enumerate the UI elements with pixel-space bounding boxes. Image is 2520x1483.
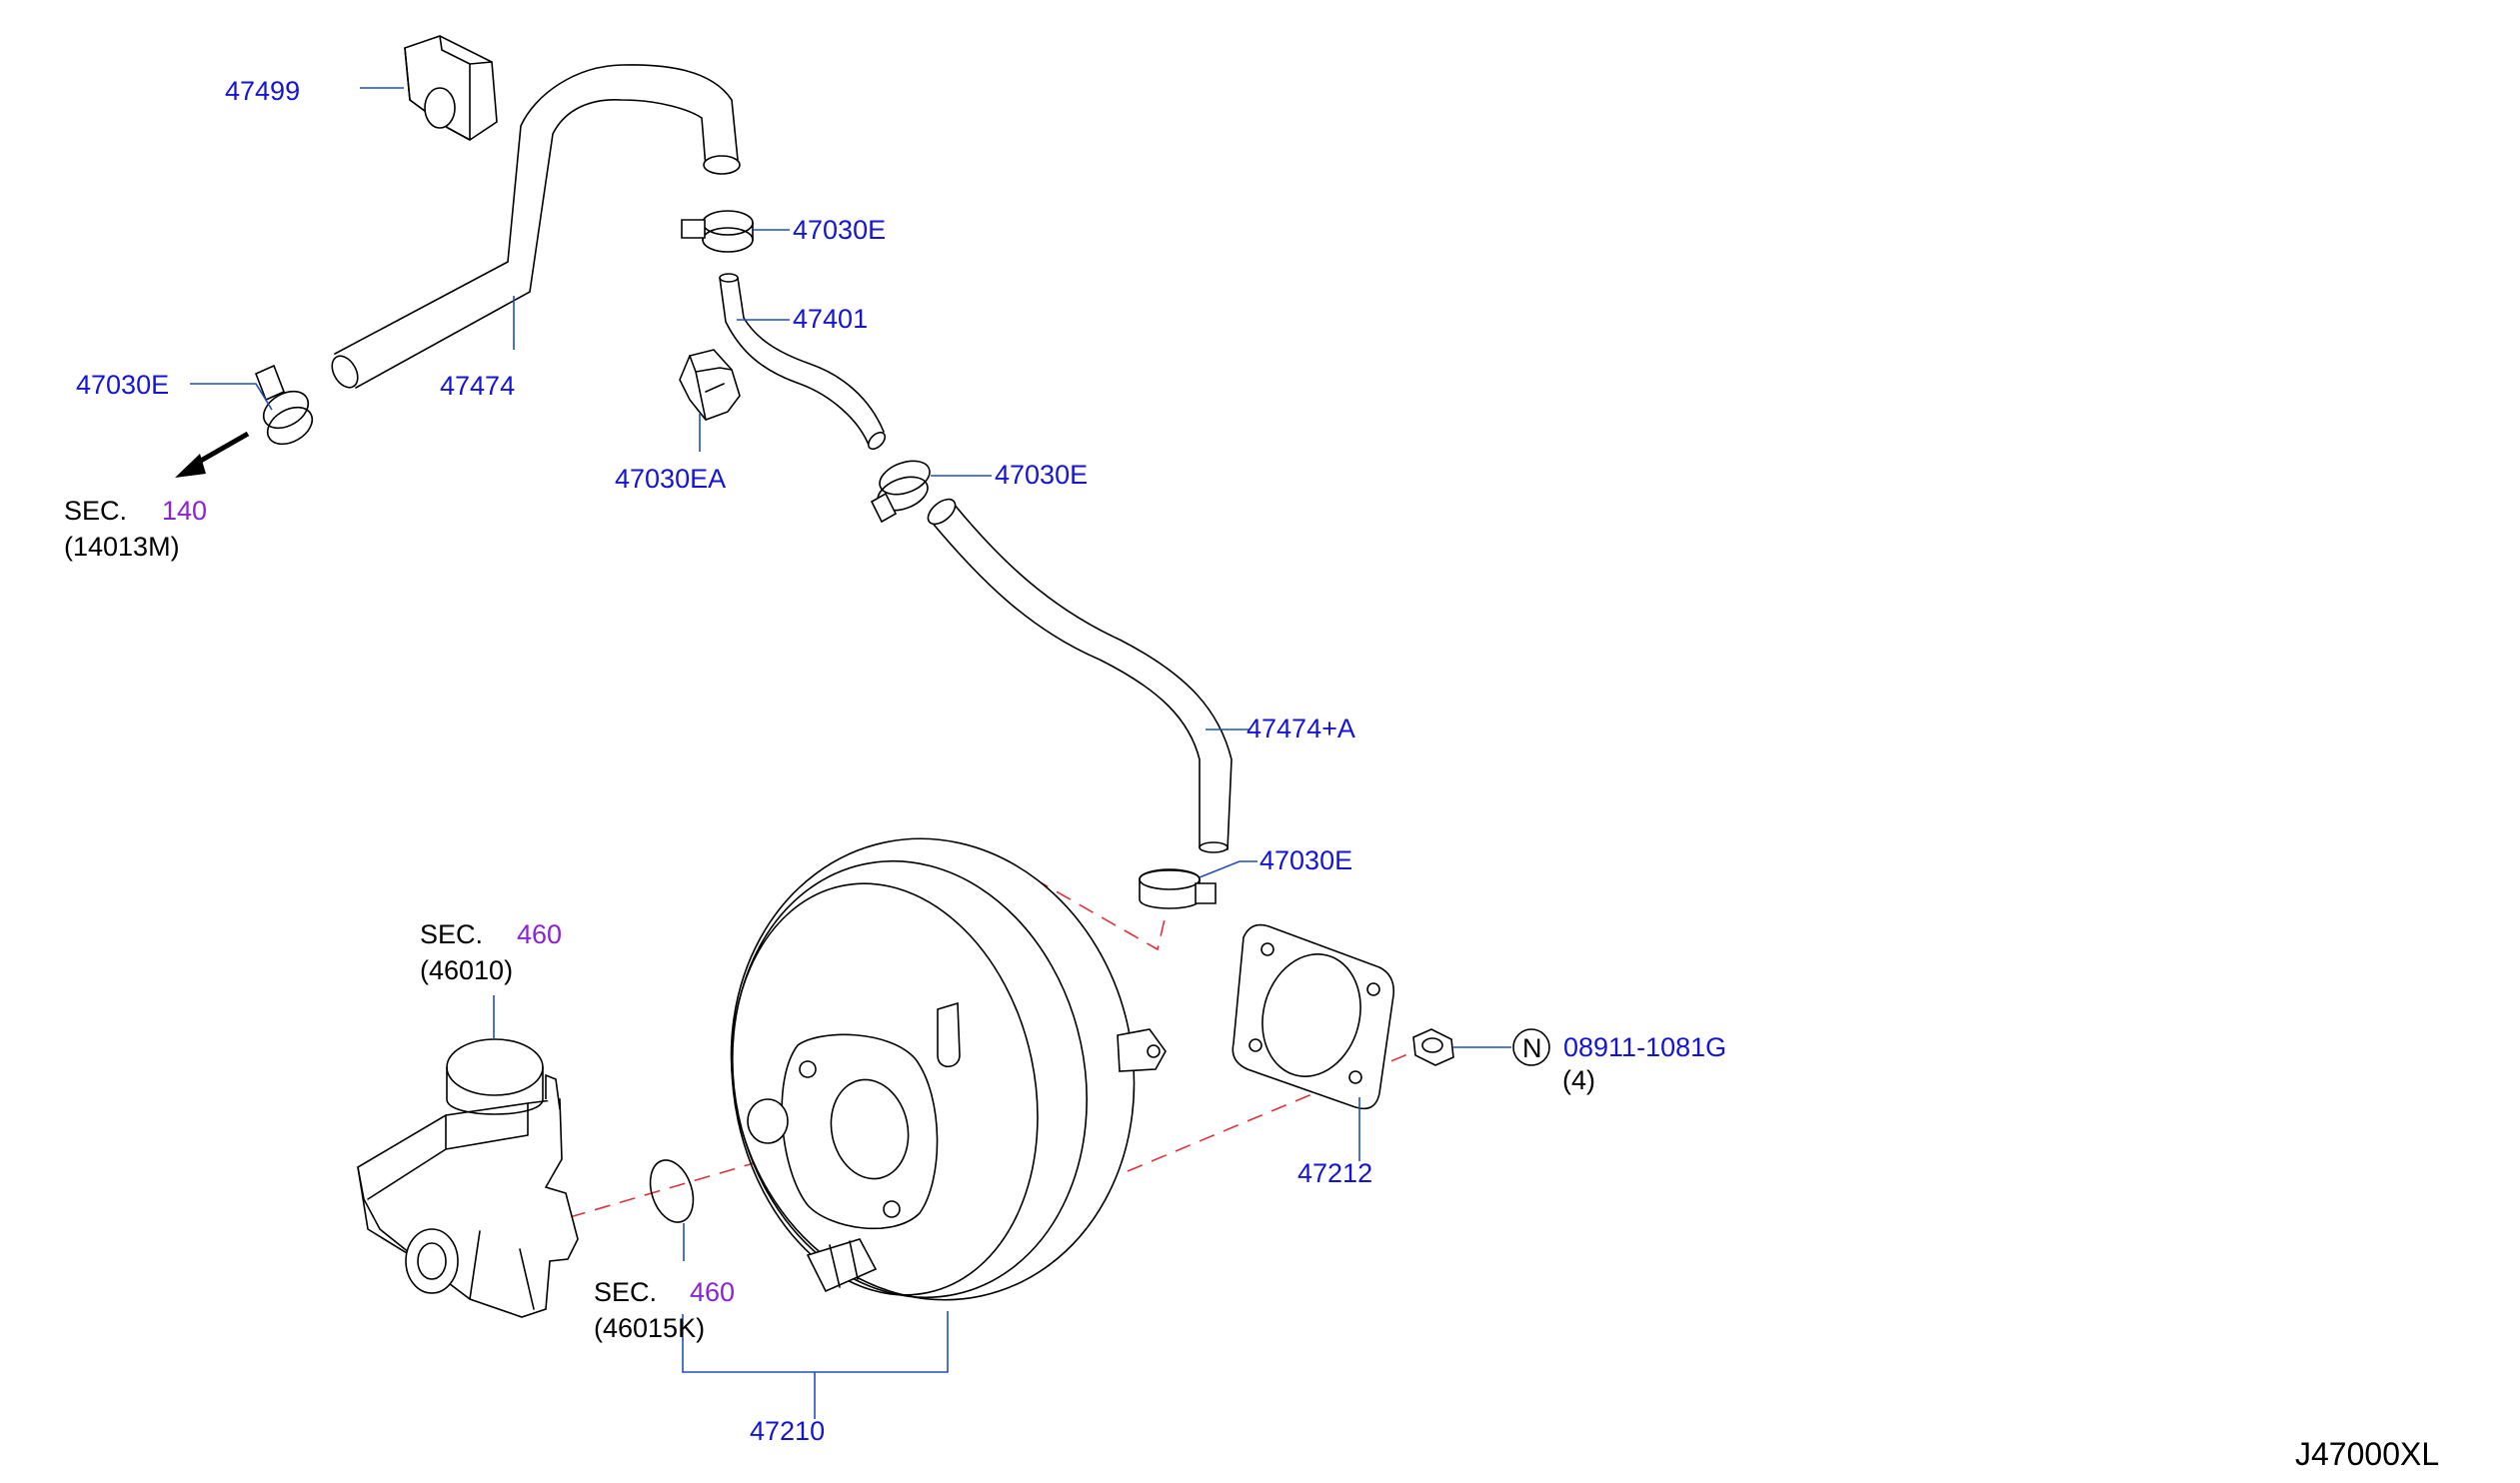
label-qty-4: (4) bbox=[1562, 1065, 1595, 1095]
leader-47030e-lower bbox=[1199, 860, 1258, 878]
sec-460-master-cylinder bbox=[357, 1038, 579, 1318]
part-47030e-clip-left bbox=[254, 364, 314, 446]
label-47030e-left: 47030E bbox=[76, 370, 169, 400]
label-47401: 47401 bbox=[793, 304, 868, 334]
part-47030ea-clip bbox=[679, 349, 741, 421]
label-08911-1081g: 08911-1081G bbox=[1563, 1032, 1726, 1062]
leader-47210 bbox=[682, 1311, 949, 1419]
part-47210-brake-booster bbox=[730, 837, 1167, 1301]
label-47210: 47210 bbox=[750, 1416, 825, 1446]
part-47499-bracket bbox=[404, 35, 498, 141]
leader-47030e-left bbox=[190, 383, 273, 411]
label-sec-460-cylinder-sub: (46010) bbox=[420, 955, 513, 985]
part-08911-nut bbox=[1412, 1028, 1454, 1066]
label-sec-140-number: 140 bbox=[162, 496, 207, 526]
label-sec-140-prefix: SEC. bbox=[64, 496, 127, 526]
diagram-code: J47000XL bbox=[2295, 1436, 2439, 1472]
label-47474: 47474 bbox=[440, 371, 515, 401]
label-sec-460-oring-sub: (46015K) bbox=[594, 1313, 705, 1343]
label-47212: 47212 bbox=[1297, 1158, 1372, 1188]
label-nut-symbol: N bbox=[1522, 1033, 1542, 1063]
label-47474a: 47474+A bbox=[1247, 714, 1355, 743]
label-sec-460-cylinder-prefix: SEC. bbox=[420, 919, 483, 949]
nut-symbol-circle bbox=[1512, 1028, 1550, 1066]
part-47030e-clip-mid bbox=[870, 460, 931, 524]
part-47474a-hose bbox=[927, 498, 1233, 853]
label-sec-460-oring-number: 460 bbox=[690, 1277, 735, 1307]
sec-140-arrow bbox=[175, 431, 250, 478]
label-sec-140-sub: (14013M) bbox=[64, 532, 180, 562]
label-sec-460-cylinder-number: 460 bbox=[517, 919, 562, 949]
part-o-ring bbox=[649, 1159, 695, 1223]
part-47030e-clip-upper bbox=[681, 210, 754, 253]
part-47030e-clip-lower bbox=[1139, 868, 1217, 909]
label-47030e-upper: 47030E bbox=[793, 215, 886, 245]
part-47212-gasket bbox=[1232, 923, 1395, 1110]
part-47474-hose bbox=[331, 64, 741, 389]
label-47499: 47499 bbox=[225, 76, 300, 106]
label-47030ea: 47030EA bbox=[615, 464, 726, 494]
label-sec-460-oring-prefix: SEC. bbox=[594, 1277, 657, 1307]
label-47030e-mid: 47030E bbox=[995, 460, 1088, 490]
part-47401-hose bbox=[719, 273, 887, 451]
label-47030e-lower: 47030E bbox=[1260, 845, 1352, 875]
